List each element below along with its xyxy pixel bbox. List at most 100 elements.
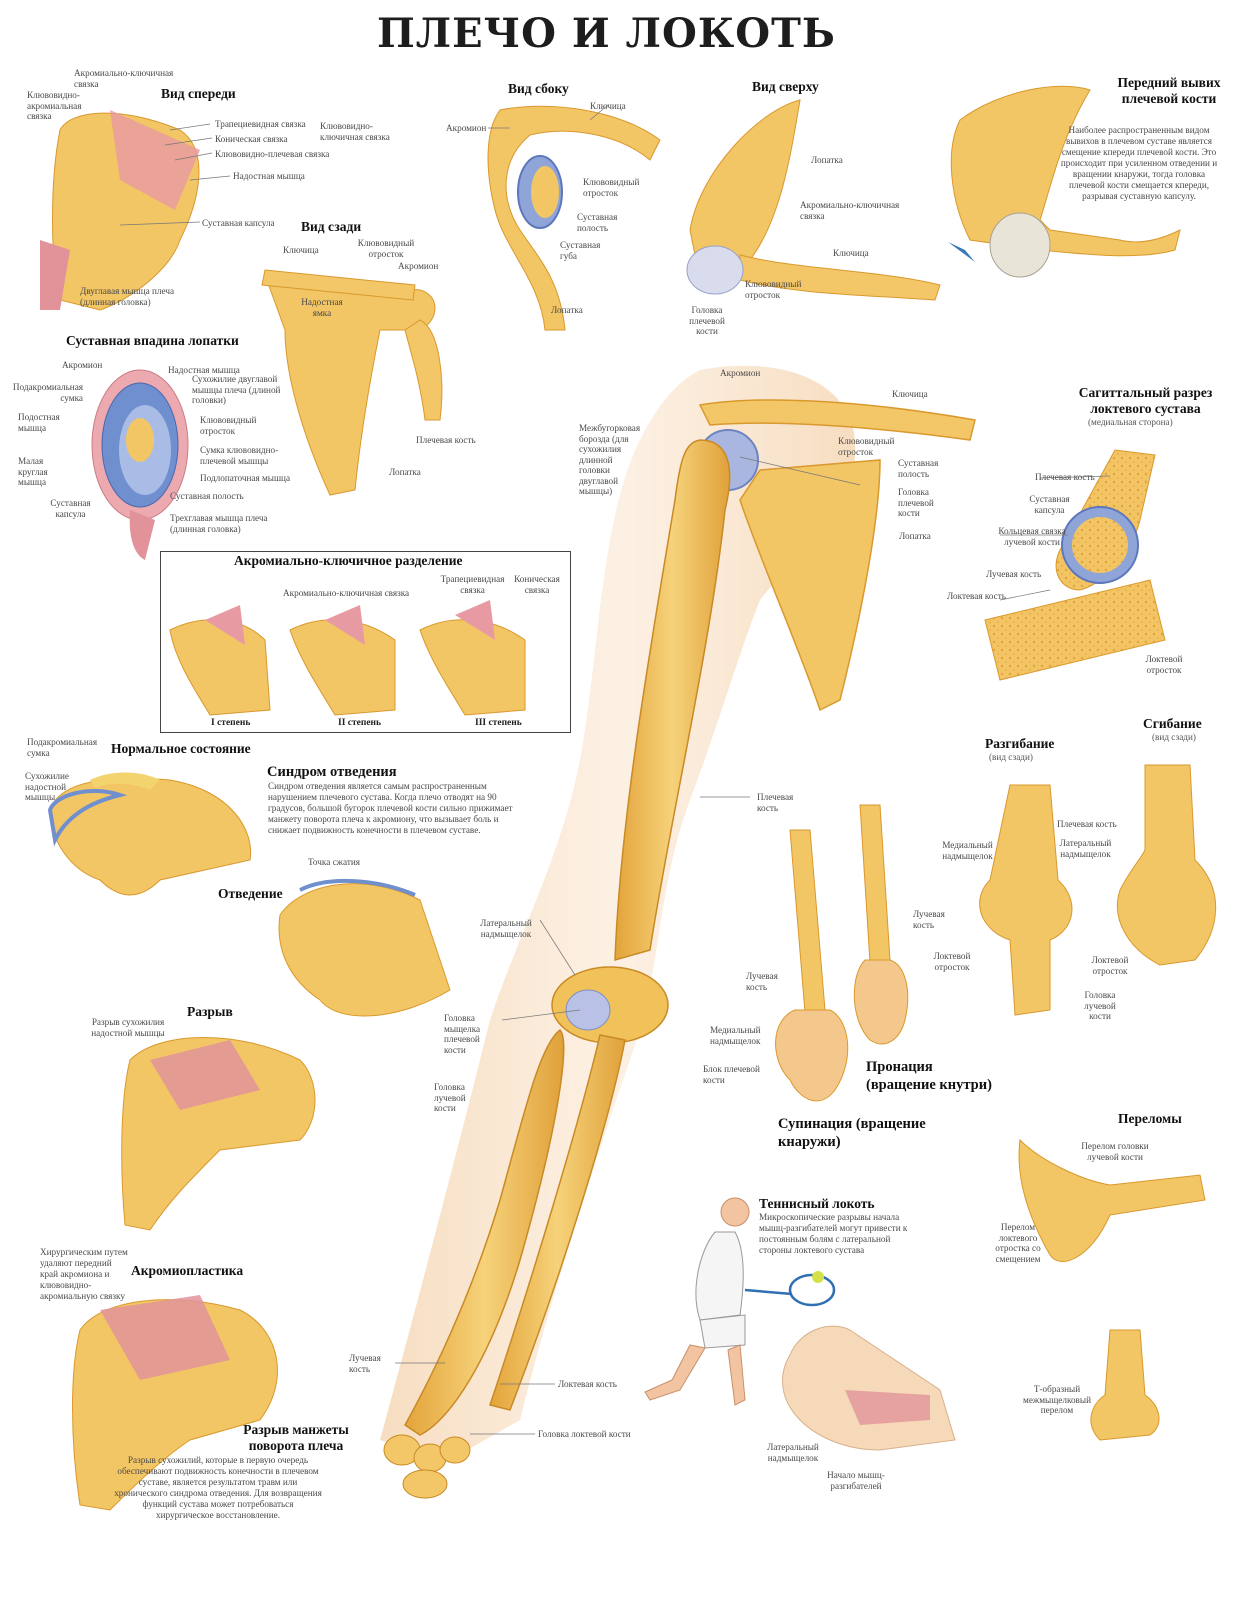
top-label-humeral-head: Головка плечевой кости: [689, 305, 725, 336]
supination-label-radius: Лучевая кость: [746, 971, 778, 992]
front-label-coracohumeral: Клювовидно-плечевая связка: [215, 149, 330, 159]
glenoid-illustration: [91, 369, 189, 560]
side-label-labrum: Суставная губа: [560, 240, 601, 261]
arm-label-ulna-head: Головка локтевой кости: [538, 1429, 631, 1439]
side-label-acromion: Акромион: [446, 123, 487, 133]
extension-label-radial-head: Головка лучевой кости: [1084, 990, 1116, 1021]
top-label-scapula: Лопатка: [811, 155, 843, 165]
arm-humerus: [614, 439, 731, 962]
sagittal-label-annular: Кольцевая связка лучевой кости: [998, 526, 1066, 547]
front-view-heading: Вид спереди: [161, 86, 236, 101]
glenoid-label-coracobrachialis-bursa: Сумка клювовидно-плечевой мышцы: [200, 445, 279, 466]
tear-illustration: [121, 1037, 316, 1231]
extension-label-olecranon: Локтевой отросток: [933, 951, 971, 972]
sagittal-label-humerus: Плечевая кость: [1035, 472, 1095, 482]
front-label-supraspinatus: Надостная мышца: [233, 171, 305, 181]
glenoid-label-triceps: Трехглавая мышца плеча (длинная головка): [170, 513, 268, 534]
arm-ulna: [489, 1034, 626, 1411]
top-view-heading: Вид сверху: [752, 79, 819, 94]
arm-label-ulna: Локтевая кость: [558, 1379, 617, 1389]
arm-scapula: [739, 459, 881, 712]
abduction-illustration: [278, 878, 451, 1017]
arm-clavicle: [698, 399, 976, 441]
tennis-player-illustration: [644, 1197, 836, 1406]
ac-label-trapezoid: Трапециевидная связка: [440, 574, 505, 595]
fractures-illustration: [1018, 1138, 1206, 1441]
arm-label-trochlea: Блок плечевой кости: [703, 1064, 760, 1085]
dislocation-text: Наиболее распространенным видом вывихов …: [1060, 125, 1218, 201]
front-label-coracoclavicular: Клювовидно-ключичная связка: [320, 121, 390, 142]
back-label-fossa: Надостная ямка: [301, 297, 343, 318]
ac-label-conoid: Коническая связка: [514, 574, 560, 595]
extension-label-medial: Медиальный надмыщелок: [942, 840, 993, 861]
arm-radius: [404, 1029, 565, 1436]
top-label-clavicle: Ключица: [833, 248, 869, 258]
arm-label-lateral-epicondyle: Латеральный надмыщелок: [480, 918, 532, 939]
front-view-illustration: [40, 110, 200, 311]
side-view-illustration: [487, 105, 661, 331]
pronation-label-radius: Лучевая кость: [913, 909, 945, 930]
tennis-label-extensors: Начало мышц-разгибателей: [827, 1470, 885, 1491]
abduction-label-point: Точка сжатия: [308, 857, 361, 867]
normal-label-bursa: Подакромиальная сумка: [27, 737, 98, 758]
sagittal-subheading: (медиальная сторона): [1088, 417, 1173, 427]
glenoid-label-subscapularis: Подлопаточная мышца: [200, 473, 291, 483]
side-label-coracoid: Клювовидный отросток: [583, 177, 640, 198]
extension-heading: Разгибание: [985, 736, 1055, 751]
arm-label-radial-head: Головка лучевой кости: [434, 1082, 466, 1113]
normal-state-illustration: [47, 772, 252, 896]
front-label-capsule: Суставная капсула: [202, 218, 275, 228]
ac-separation-frame: [160, 551, 571, 733]
arm-wrist: [383, 1434, 471, 1499]
tear-label: Разрыв сухожилия надостной мышцы: [91, 1017, 165, 1038]
sagittal-label-olecranon: Локтевой отросток: [1145, 654, 1183, 675]
sagittal-label-capsule: Суставная капсула: [1029, 494, 1070, 515]
back-label-coracoid: Клювовидный отросток: [357, 238, 415, 259]
arm-label-scapula: Лопатка: [899, 531, 931, 541]
front-label-ac-ligament: Акромиально-ключичная связка: [74, 68, 174, 89]
sagittal-label-ulna: Локтевая кость: [947, 591, 1006, 601]
back-view-illustration: [261, 269, 443, 496]
glenoid-label-teres-minor: Малая круглая мышца: [18, 456, 48, 487]
arm-label-coracoid: Клювовидный отросток: [838, 436, 895, 457]
back-label-acromion: Акромион: [398, 261, 439, 271]
ac-caption-grade-2: II степень: [338, 718, 382, 728]
normal-label-tendon: Сухожилие надостной мышцы: [25, 771, 69, 802]
front-label-trapezoid: Трапециевидная связка: [215, 119, 306, 129]
extension-illustration: [979, 784, 1073, 1016]
tennis-text: Микроскопические разрывы начала мышц-раз…: [759, 1212, 908, 1255]
cuff-heading: Разрыв манжеты поворота плеча: [243, 1422, 349, 1453]
extension-label-humerus: Плечевая кость: [1057, 819, 1117, 829]
arm-label-groove: Межбугорковая борозда (для сухожилия дли…: [579, 423, 641, 496]
flexion-subheading: (вид сзади): [1152, 732, 1196, 742]
glenoid-label-capsule: Суставная капсула: [50, 498, 91, 519]
leader-lines: [119, 104, 1111, 1435]
sagittal-heading: Сагиттальный разрез локтевого сустава: [1078, 385, 1213, 416]
acromioplasty-illustration: [72, 1295, 278, 1511]
glenoid-label-cavity: Суставная полость: [170, 491, 244, 501]
extension-subheading: (вид сзади): [989, 752, 1033, 762]
fractures-label-radial-head: Перелом головки лучевой кости: [1081, 1141, 1149, 1162]
ac-label-ligament: Акромиально-ключичная связка: [283, 588, 410, 598]
acromioplasty-heading: Акромиопластика: [131, 1263, 244, 1278]
glenoid-label-bursa: Подакромиальная сумка: [12, 382, 83, 403]
fractures-heading: Переломы: [1118, 1111, 1182, 1126]
back-label-scapula: Лопатка: [389, 467, 421, 477]
arm-label-medial-epicondyle: Медиальный надмыщелок: [710, 1025, 761, 1046]
glenoid-label-supraspinatus: Надостная мышца: [168, 365, 240, 375]
page-title: ПЛЕЧО И ЛОКОТЬ: [377, 10, 836, 57]
tennis-label-epicondyle: Латеральный надмыщелок: [767, 1442, 819, 1463]
glenoid-label-biceps-tendon: Сухожилие двуглавой мышцы плеча (длиной …: [192, 374, 281, 405]
top-label-coracoid: Клювовидный отросток: [745, 279, 802, 300]
impingement-heading: Синдром отведения: [267, 764, 397, 780]
fractures-label-olecranon: Перелом локтевого отростка со смещением: [995, 1222, 1041, 1264]
arm-label-capitulum: Головка мыщелка плечевой кости: [444, 1013, 481, 1055]
supination-heading: Супинация (вращение кнаружи): [778, 1116, 926, 1150]
front-label-biceps: Двуглавая мышца плеча (длинная головка): [80, 286, 175, 307]
tear-heading: Разрыв: [187, 1004, 233, 1019]
back-view-heading: Вид сзади: [301, 219, 362, 234]
top-view-illustration: [686, 99, 941, 301]
front-label-coracoacromial: Клювовидно-акромиальная связка: [27, 90, 82, 121]
